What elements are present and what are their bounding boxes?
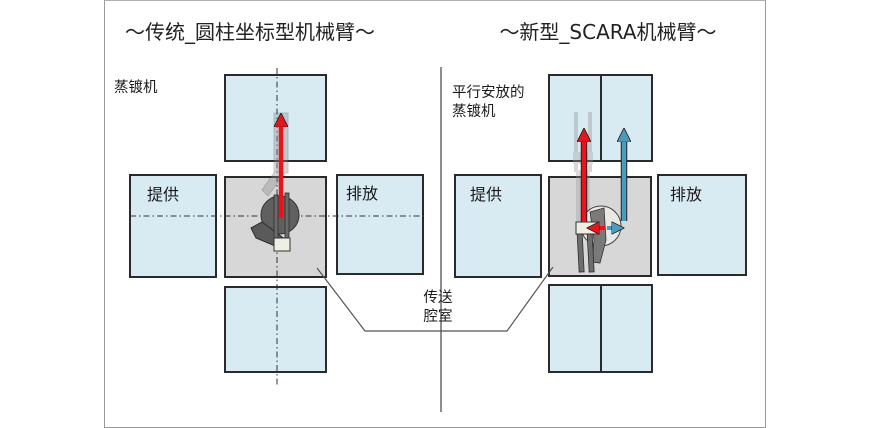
right-title: ～新型_SCARA机械臂～ — [499, 20, 716, 44]
left-evaporator-label: 蒸镀机 — [114, 79, 158, 96]
right-supply-chamber — [454, 174, 542, 278]
left-discharge-chamber — [336, 174, 424, 275]
left-supply-chamber — [129, 174, 217, 278]
left-bottom-chamber — [224, 286, 327, 373]
right-discharge-chamber — [657, 174, 747, 276]
left-panel: 蒸镀机 提供 排放 — [114, 68, 424, 385]
left-title: ～传统_圆柱坐标型机械臂～ — [125, 20, 375, 44]
left-fork-rail — [273, 194, 279, 241]
left-supply-label: 提供 — [147, 185, 179, 204]
right-supply-label: 提供 — [470, 185, 502, 204]
left-fork-rail — [284, 192, 290, 239]
right-discharge-label: 排放 — [670, 185, 702, 204]
transfer-chamber-label-line1: 传送 — [424, 289, 453, 306]
right-evaporator-label-line2: 蒸镀机 — [452, 103, 496, 120]
right-evaporator-label-line1: 平行安放的 — [452, 84, 525, 101]
left-end-effector — [273, 237, 291, 252]
right-panel: 平行安放的 蒸镀机 提供 排放 — [452, 74, 747, 373]
transfer-chamber-callout-line — [316, 266, 554, 332]
left-discharge-label: 排放 — [346, 184, 378, 203]
transfer-chamber-label-line2: 腔室 — [424, 308, 453, 325]
